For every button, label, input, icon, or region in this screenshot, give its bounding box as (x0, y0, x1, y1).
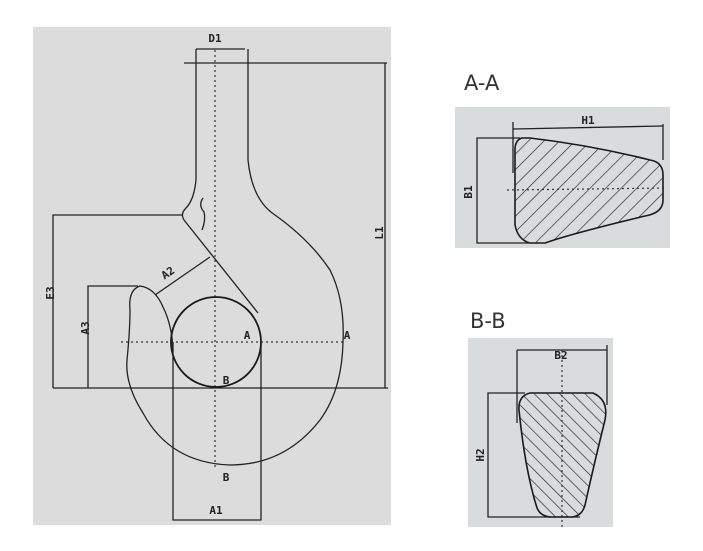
section-aa-title: A-A (464, 71, 500, 95)
label-a3: A3 (79, 321, 92, 334)
h2-dimension-line (487, 392, 580, 518)
label-a2: A2 (159, 264, 177, 282)
label-b2: B2 (554, 349, 567, 362)
b1-dimension-line (476, 137, 530, 244)
label-b-top: B (223, 374, 230, 387)
label-b1: B1 (462, 185, 475, 199)
label-h1: H1 (581, 114, 595, 127)
main-paper (33, 27, 391, 525)
label-b-bottom: B (223, 471, 230, 484)
label-d1: D1 (208, 32, 222, 45)
label-e3: E3 (44, 286, 57, 299)
hook-outline (126, 49, 344, 466)
label-a-inner: A (244, 329, 251, 342)
label-a-outer: A (344, 329, 351, 342)
a3-dimension-line (87, 285, 138, 388)
a2-dimension-line (154, 256, 211, 296)
label-a1: A1 (209, 504, 223, 517)
e3-dimension-line (52, 214, 182, 388)
section-aa: A-A H1 B1 (455, 71, 670, 248)
a1-dimension-line (172, 342, 262, 521)
section-aa-shape (514, 137, 664, 244)
neck-mark (200, 197, 206, 231)
label-h2: H2 (474, 448, 487, 461)
section-bb-title: B-B (470, 309, 506, 333)
label-l1: L1 (373, 226, 386, 240)
section-aa-centerline (506, 187, 666, 191)
section-bb: B-B B2 H2 (468, 309, 613, 527)
main-hook-view: D1 L1 E3 A3 A2 A1 A A B B (33, 27, 391, 525)
h1-dimension-line (512, 125, 664, 130)
